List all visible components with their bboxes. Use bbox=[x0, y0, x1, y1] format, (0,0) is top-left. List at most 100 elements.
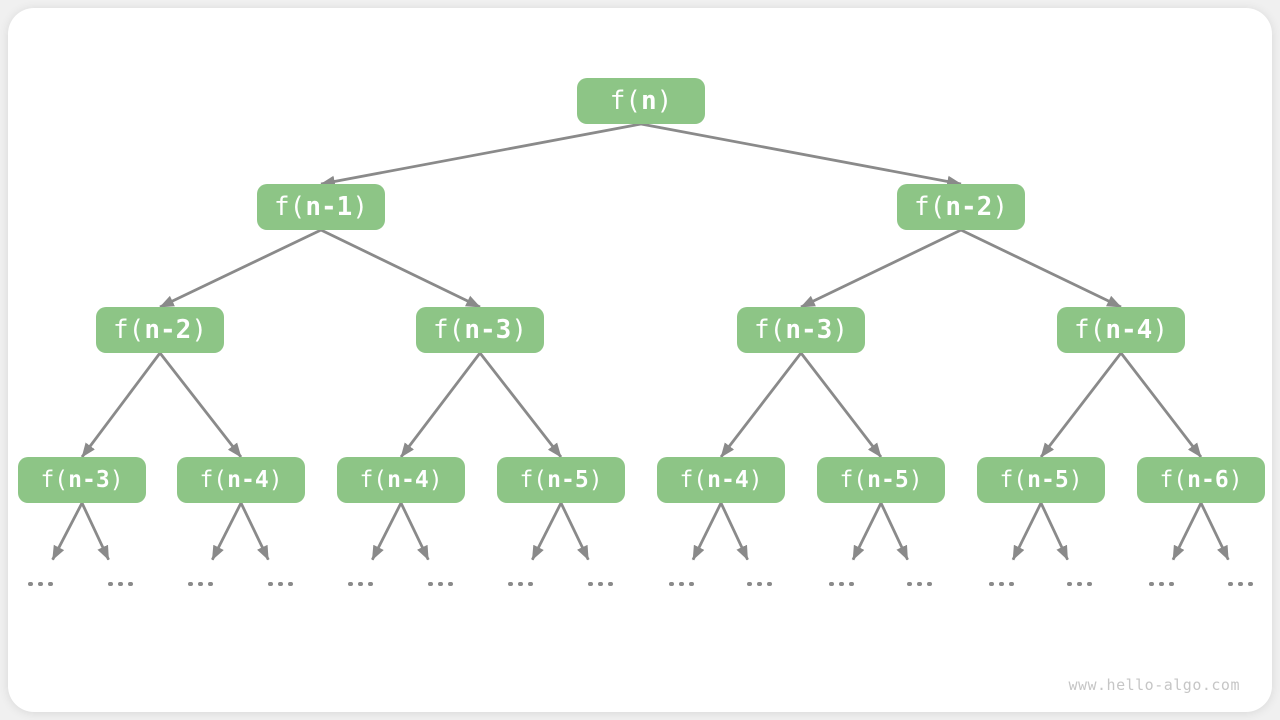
node-label-bold: n-6 bbox=[1187, 466, 1229, 493]
node-label-bold: n-3 bbox=[464, 315, 512, 345]
tree-node: f(n-4) bbox=[657, 457, 785, 503]
tree-edge bbox=[851, 502, 883, 561]
tree-edge bbox=[51, 502, 84, 561]
node-label-bold: n-4 bbox=[1105, 315, 1153, 345]
node-label-pre: f( bbox=[999, 466, 1028, 493]
tree-edge bbox=[1119, 352, 1203, 458]
dot-icon bbox=[989, 581, 994, 586]
tree-node: f(n-3) bbox=[18, 457, 146, 503]
node-label-post: ) bbox=[1228, 466, 1243, 493]
tree-edge bbox=[719, 352, 803, 458]
tree-edge bbox=[799, 352, 883, 458]
node-label-post: ) bbox=[268, 466, 283, 493]
node-label-pre: f( bbox=[113, 315, 145, 345]
dot-icon bbox=[907, 581, 912, 586]
node-label-post: ) bbox=[588, 466, 603, 493]
dot-icon bbox=[278, 581, 283, 586]
dot-icon bbox=[588, 581, 593, 586]
node-label-bold: n-3 bbox=[68, 466, 110, 493]
tree-node: f(n) bbox=[577, 78, 705, 124]
node-label-bold: n-2 bbox=[945, 192, 993, 222]
dot-icon bbox=[1077, 581, 1082, 586]
ellipsis bbox=[989, 581, 1014, 586]
dot-icon bbox=[679, 581, 684, 586]
dot-icon bbox=[428, 581, 433, 586]
node-label-bold: n-5 bbox=[547, 466, 589, 493]
node-label-pre: f( bbox=[519, 466, 548, 493]
tree-edge bbox=[211, 502, 243, 561]
dot-icon bbox=[528, 581, 533, 586]
tree-edge bbox=[320, 122, 642, 188]
tree-edge bbox=[691, 502, 723, 561]
tree-edge bbox=[1171, 502, 1203, 561]
tree-edge bbox=[960, 228, 1122, 309]
node-label-post: ) bbox=[511, 315, 527, 345]
node-label-post: ) bbox=[352, 192, 368, 222]
tree-edge bbox=[399, 502, 430, 561]
dot-icon bbox=[747, 581, 752, 586]
dot-icon bbox=[598, 581, 603, 586]
tree-edge bbox=[800, 228, 962, 309]
tree-edge bbox=[559, 502, 590, 561]
node-label-post: ) bbox=[1068, 466, 1083, 493]
node-label-pre: f( bbox=[199, 466, 228, 493]
dot-icon bbox=[128, 581, 133, 586]
node-label-pre: f( bbox=[609, 86, 641, 116]
node-label-post: ) bbox=[992, 192, 1008, 222]
tree-edge bbox=[1199, 502, 1230, 561]
dot-icon bbox=[198, 581, 203, 586]
node-label-pre: f( bbox=[1074, 315, 1106, 345]
tree-node: f(n-4) bbox=[177, 457, 305, 503]
tree-edge bbox=[239, 502, 270, 561]
tree-node: f(n-4) bbox=[337, 457, 465, 503]
node-label-pre: f( bbox=[839, 466, 868, 493]
node-label-pre: f( bbox=[433, 315, 465, 345]
node-label-post: ) bbox=[832, 315, 848, 345]
node-label-bold: n bbox=[641, 86, 657, 116]
tree-edge bbox=[1039, 352, 1123, 458]
node-label-bold: n-5 bbox=[867, 466, 909, 493]
dot-icon bbox=[438, 581, 443, 586]
dot-icon bbox=[1228, 581, 1233, 586]
node-label-pre: f( bbox=[914, 192, 946, 222]
node-label-bold: n-4 bbox=[227, 466, 269, 493]
dot-icon bbox=[669, 581, 674, 586]
tree-node: f(n-5) bbox=[977, 457, 1105, 503]
tree-node: f(n-1) bbox=[257, 184, 385, 230]
dot-icon bbox=[48, 581, 53, 586]
dot-icon bbox=[839, 581, 844, 586]
ellipsis bbox=[829, 581, 854, 586]
dot-icon bbox=[188, 581, 193, 586]
node-label-post: ) bbox=[908, 466, 923, 493]
tree-edge bbox=[371, 502, 403, 561]
node-label-post: ) bbox=[109, 466, 124, 493]
node-label-post: ) bbox=[656, 86, 673, 116]
node-label-pre: f( bbox=[754, 315, 786, 345]
node-label-post: ) bbox=[191, 315, 207, 345]
tree-edge bbox=[640, 122, 962, 188]
node-label-pre: f( bbox=[679, 466, 708, 493]
tree-edge bbox=[80, 502, 110, 561]
tree-node: f(n-2) bbox=[897, 184, 1025, 230]
dot-icon bbox=[757, 581, 762, 586]
dot-icon bbox=[28, 581, 33, 586]
tree-edge bbox=[719, 502, 749, 561]
ellipsis bbox=[28, 581, 53, 586]
tree-node: f(n-6) bbox=[1137, 457, 1265, 503]
tree-node: f(n-2) bbox=[96, 307, 224, 353]
tree-edge bbox=[879, 502, 909, 561]
dot-icon bbox=[829, 581, 834, 586]
dot-icon bbox=[358, 581, 363, 586]
ellipsis bbox=[669, 581, 694, 586]
dot-icon bbox=[1149, 581, 1154, 586]
dot-icon bbox=[767, 581, 772, 586]
node-label-bold: n-1 bbox=[305, 192, 353, 222]
dot-icon bbox=[348, 581, 353, 586]
node-label-post: ) bbox=[748, 466, 763, 493]
node-label-post: ) bbox=[1152, 315, 1168, 345]
dot-icon bbox=[1169, 581, 1174, 586]
dot-icon bbox=[1009, 581, 1014, 586]
ellipsis bbox=[508, 581, 533, 586]
